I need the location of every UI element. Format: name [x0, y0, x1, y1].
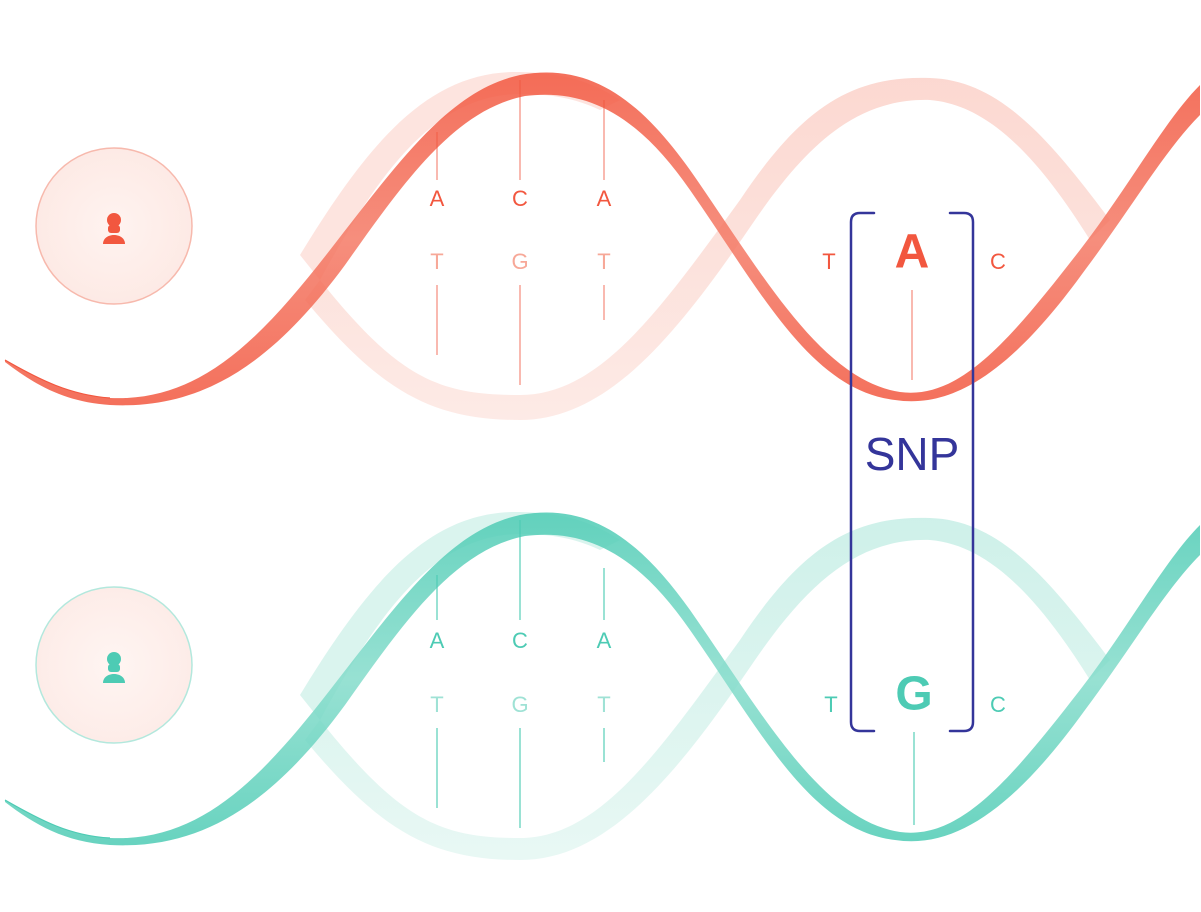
snp-bracket-right [948, 211, 975, 733]
p1-snp-right-base: C [990, 249, 1006, 274]
bases-person2: A C A T G T T G C [430, 628, 1006, 721]
p2-bottom-base-1: T [430, 692, 443, 717]
p2-top-base-3: A [597, 628, 612, 653]
helix1-edge-line [4, 359, 111, 399]
p2-snp-base: G [895, 668, 932, 721]
p1-snp-left-base: T [822, 249, 835, 274]
helix1-back-strand [305, 77, 1110, 420]
avatar-person1 [35, 147, 193, 305]
p2-bottom-base-3: T [597, 692, 610, 717]
helix2-back-strand [305, 517, 1110, 860]
p2-snp-right-base: C [990, 692, 1006, 717]
snp-label: SNP [865, 428, 960, 480]
p2-bottom-base-2: G [511, 692, 528, 717]
helix-person2 [4, 511, 1200, 860]
avatar-person2 [35, 586, 193, 744]
p2-top-base-1: A [430, 628, 445, 653]
p1-top-base-1: A [430, 186, 445, 211]
p2-top-base-2: C [512, 628, 528, 653]
helix2-edge-line [4, 799, 111, 839]
p2-snp-left-base: T [824, 692, 837, 717]
helix-person1 [4, 71, 1200, 420]
p1-snp-base: A [895, 226, 930, 279]
p1-top-base-2: C [512, 186, 528, 211]
rungs-person1 [436, 80, 913, 385]
bases-person1: A C A T G T T A C [430, 186, 1006, 279]
p1-bottom-base-2: G [511, 249, 528, 274]
snp-bracket [849, 211, 975, 733]
person-icon [103, 213, 125, 244]
person-icon [103, 652, 125, 683]
p1-top-base-3: A [597, 186, 612, 211]
p1-bottom-base-3: T [597, 249, 610, 274]
snp-bracket-left [849, 211, 876, 733]
p1-bottom-base-1: T [430, 249, 443, 274]
rungs-person2 [436, 520, 915, 828]
